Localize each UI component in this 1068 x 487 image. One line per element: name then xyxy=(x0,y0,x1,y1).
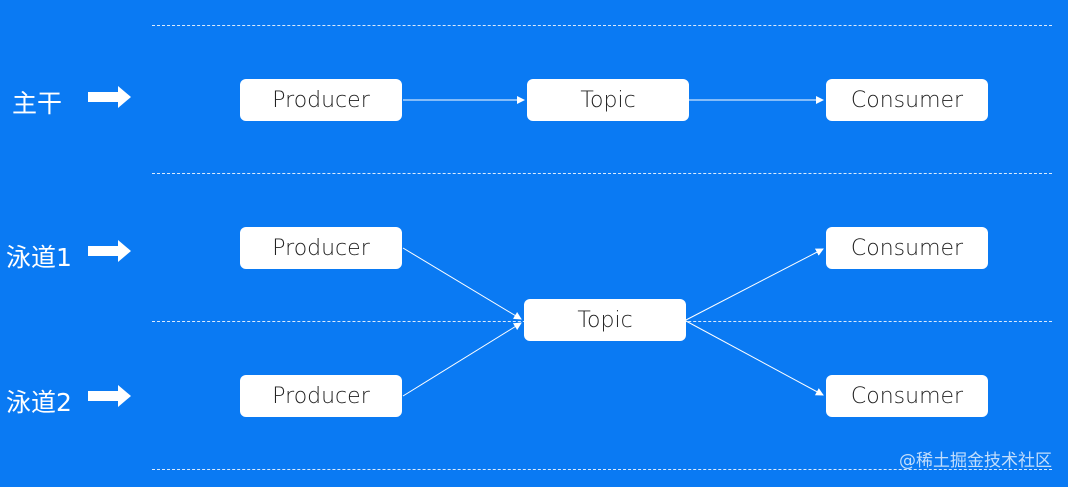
divider-trunk-bottom xyxy=(152,173,1052,174)
divider-top xyxy=(152,25,1052,26)
lane1-producer-node: Producer xyxy=(240,227,402,269)
edge-lane1-producer-to-topic xyxy=(402,247,522,320)
right-arrow-icon xyxy=(88,240,131,262)
edge-topic-to-lane2-consumer xyxy=(685,320,824,396)
trunk-producer-node: Producer xyxy=(240,79,402,121)
lane2-consumer-node: Consumer xyxy=(826,375,988,417)
row-label-lane1: 泳道1 xyxy=(6,243,72,272)
row-label-trunk: 主干 xyxy=(12,89,63,118)
trunk-consumer-node: Consumer xyxy=(826,79,988,121)
lane1-consumer-node: Consumer xyxy=(826,227,988,269)
edge-lane2-producer-to-topic xyxy=(402,322,522,397)
row-label-lane2: 泳道2 xyxy=(6,388,72,417)
right-arrow-icon xyxy=(88,86,131,108)
edge-topic-to-lane1-consumer xyxy=(685,248,824,321)
shared-topic-node: Topic xyxy=(524,299,686,341)
lane2-producer-node: Producer xyxy=(240,375,402,417)
trunk-topic-node: Topic xyxy=(527,79,689,121)
right-arrow-icon xyxy=(88,385,131,407)
divider-bottom xyxy=(152,469,1052,470)
watermark-text: @稀土掘金技术社区 xyxy=(899,451,1052,471)
